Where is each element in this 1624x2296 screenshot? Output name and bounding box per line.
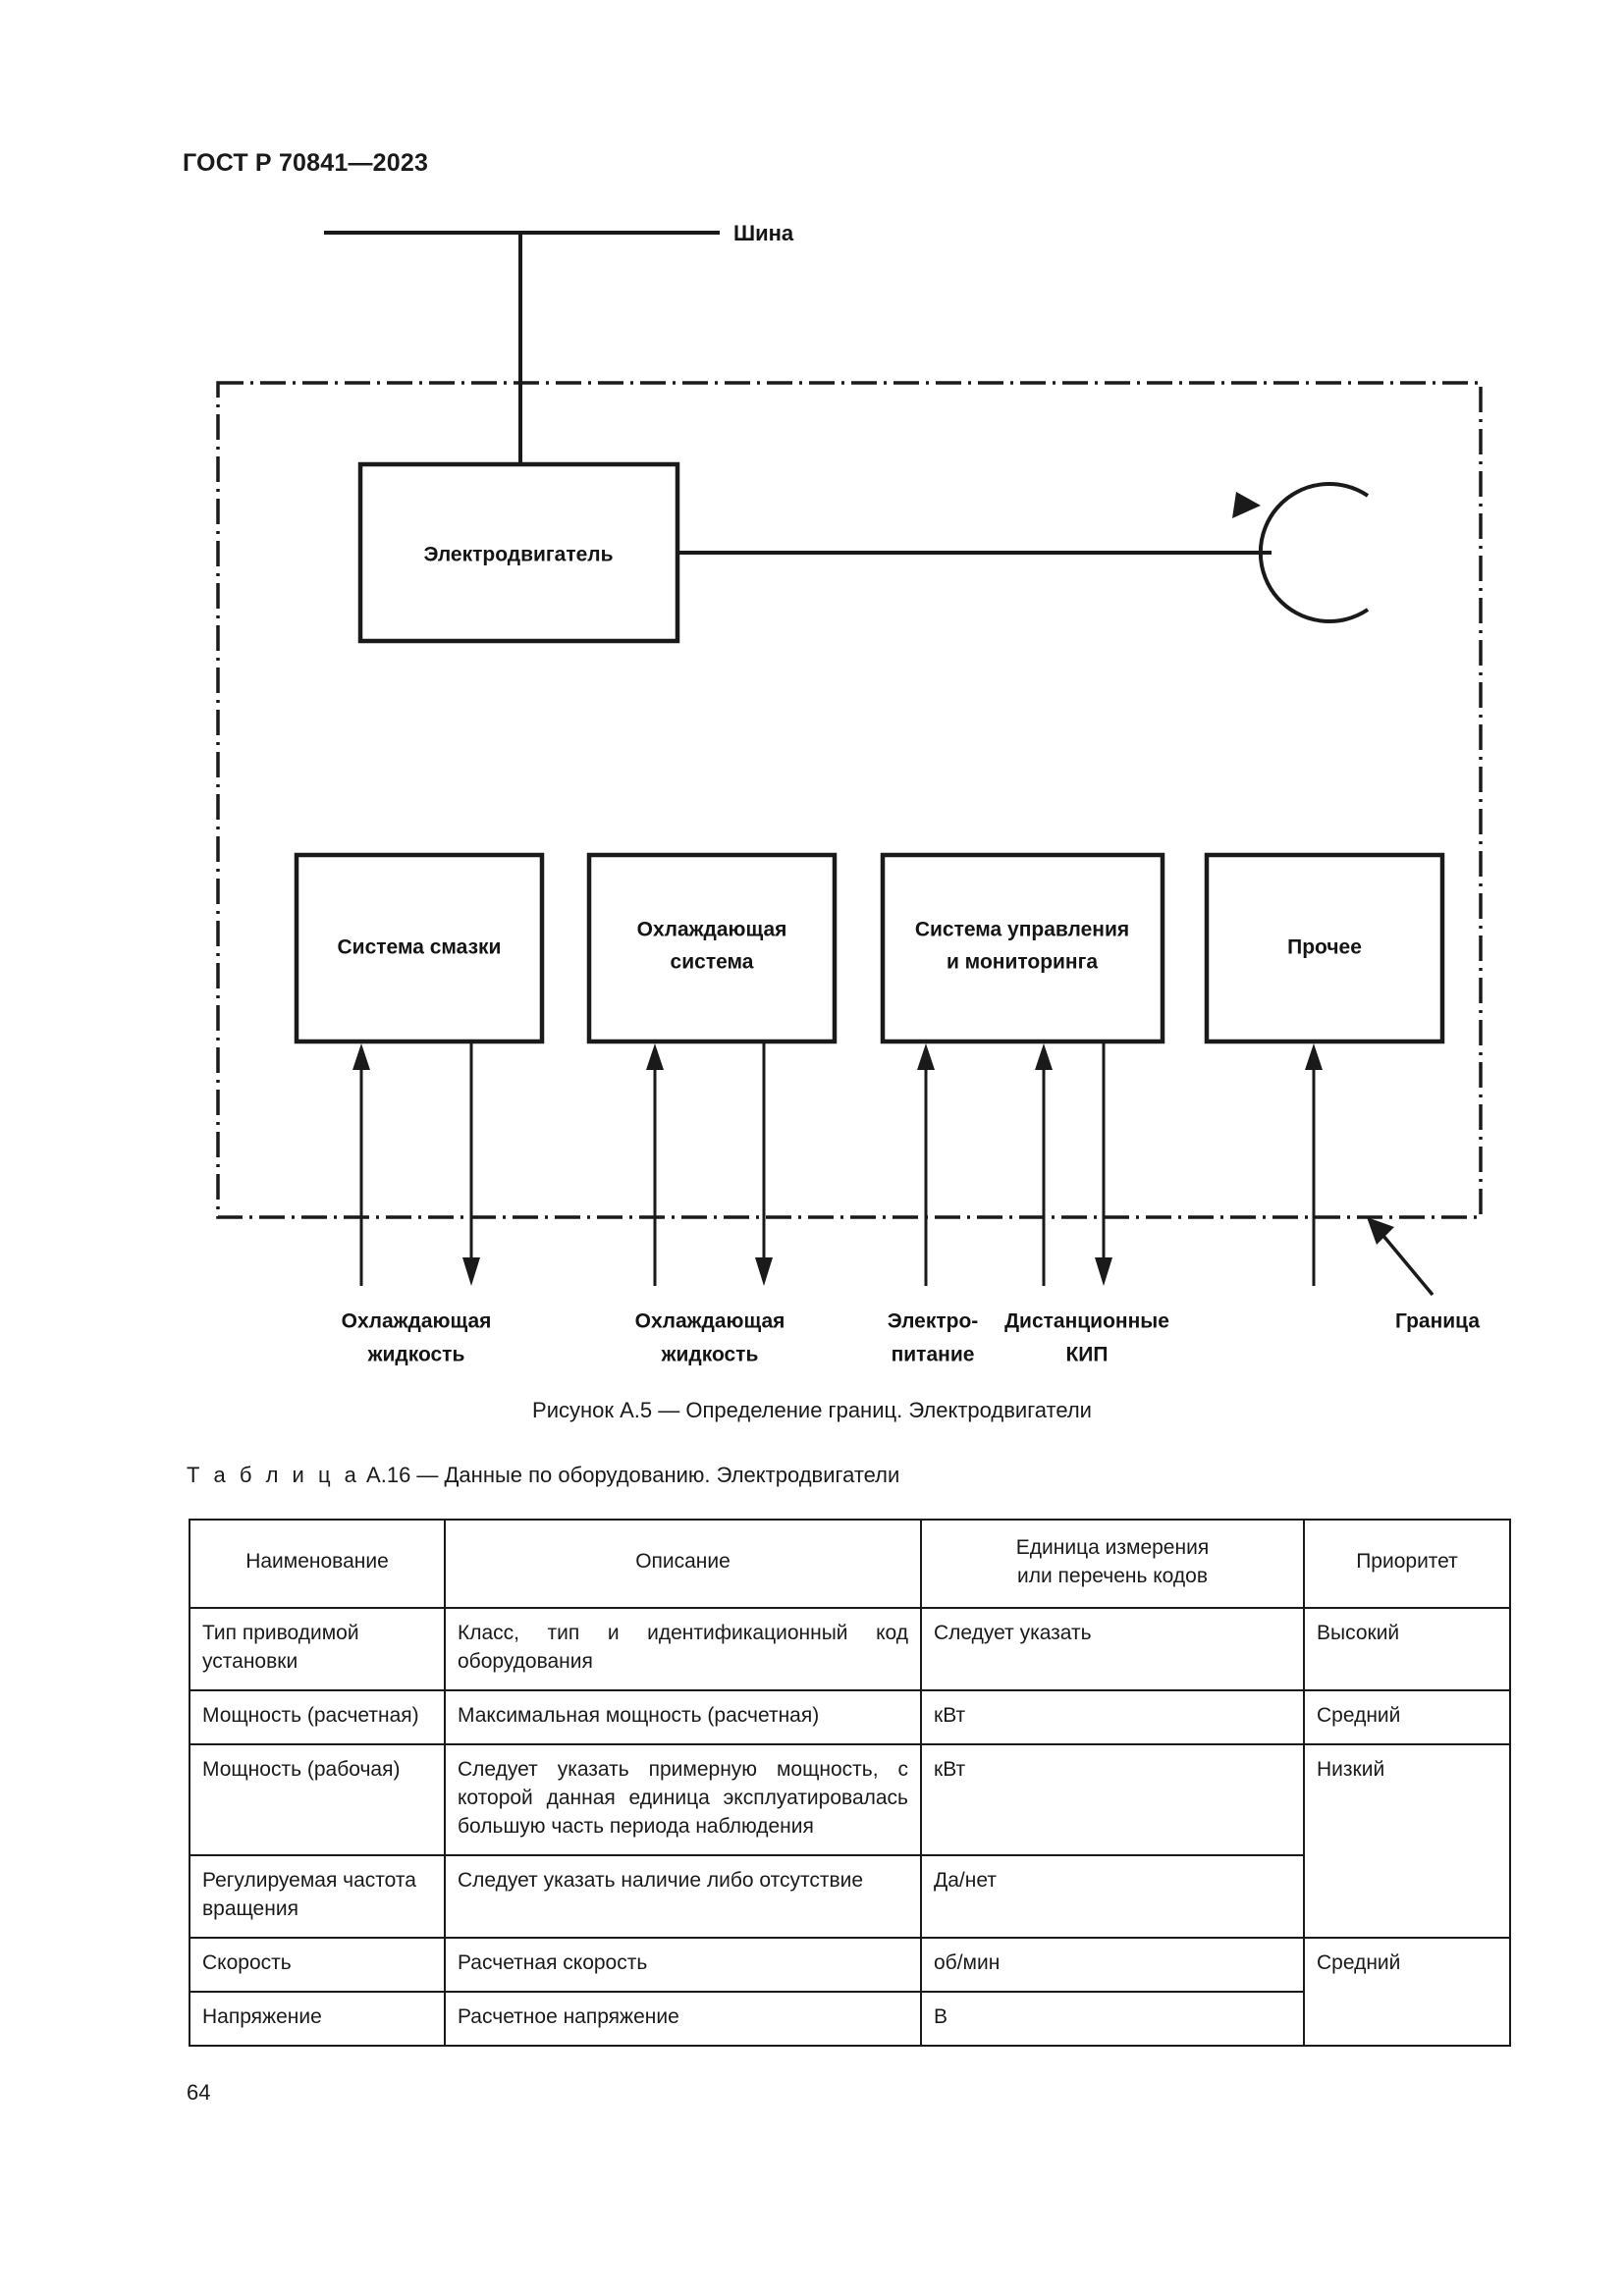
document-header-standard-number: ГОСТ Р 70841—2023 xyxy=(183,149,429,177)
table-body: Тип приводимой установки Класс, тип и ид… xyxy=(189,1606,1511,2047)
cell-priority: Средний xyxy=(1303,1936,1511,2047)
column-header-unit-line1: Единица измерения xyxy=(1015,1536,1210,1559)
cell-unit: об/мин xyxy=(920,1936,1305,1993)
subsystem-box-control-monitoring xyxy=(880,852,1165,1044)
cell-name: Мощность (рабочая) xyxy=(189,1742,446,1856)
cell-unit: Да/нет xyxy=(920,1853,1305,1939)
cell-description: Максимальная мощность (расчетная) xyxy=(444,1688,922,1745)
subsystem-box-cooling xyxy=(586,852,838,1044)
cell-priority: Средний xyxy=(1303,1688,1511,1745)
subsystem-box-lubrication xyxy=(294,852,545,1044)
table-caption: Т а б л и ц а А.16 — Данные по оборудова… xyxy=(187,1463,899,1488)
column-header-unit-line2: или перечень кодов xyxy=(1017,1564,1208,1587)
io-label-power-line2: питание xyxy=(892,1344,975,1366)
io-label-remote-instruments-line2: КИП xyxy=(1065,1344,1108,1366)
table-row: Мощность (рабочая) Следует указать приме… xyxy=(189,1742,1511,1939)
flow-arrow-in-other xyxy=(1305,1043,1323,1286)
subsystem-box-control-monitoring-label-line2: и мониторинга xyxy=(947,951,1098,974)
subsystem-box-lubrication-label-line1: Система смазки xyxy=(338,936,502,959)
table-header-row: Наименование Описание Единица измерения … xyxy=(189,1519,1511,1609)
page-number: 64 xyxy=(187,2080,211,2105)
cell-name: Тип приводимой установки xyxy=(189,1606,446,1691)
table-caption-prefix: Т а б л и ц а xyxy=(187,1463,360,1487)
flow-arrow-out-coolant-1 xyxy=(462,1041,480,1286)
table-caption-rest: А.16 — Данные по оборудованию. Электродв… xyxy=(366,1463,900,1487)
subsystem-box-cooling-label-line1: Охлаждающая xyxy=(637,919,787,941)
figure-caption: Рисунок А.5 — Определение границ. Электр… xyxy=(532,1398,1092,1422)
flow-arrow-in-coolant-1 xyxy=(352,1043,370,1286)
cell-unit: Следует указать xyxy=(920,1606,1305,1691)
cell-priority: Низкий xyxy=(1303,1742,1511,1939)
cell-name: Регулируемая частота вращения xyxy=(189,1853,446,1939)
io-label-coolant-1-line1: Охлаждающая xyxy=(342,1310,492,1333)
rotation-arrow-icon xyxy=(1232,482,1370,623)
cell-description: Расчетное напряжение xyxy=(444,1990,922,2047)
column-header-unit: Единица измерения или перечень кодов xyxy=(920,1519,1305,1609)
flow-arrow-out-coolant-2 xyxy=(755,1041,773,1286)
io-label-coolant-1-line2: жидкость xyxy=(367,1344,465,1366)
boundary-callout-leader xyxy=(1367,1217,1435,1297)
flow-arrow-out-remote-instruments xyxy=(1095,1041,1112,1286)
subsystem-box-control-monitoring-label-line1: Система управления xyxy=(915,919,1129,941)
io-label-coolant-2-line1: Охлаждающая xyxy=(635,1310,785,1333)
io-label-power-line1: Электро- xyxy=(888,1310,979,1333)
cell-description: Следует указать примерную мощность, с ко… xyxy=(444,1742,922,1856)
subsystem-box-other xyxy=(1204,852,1445,1044)
cell-name: Напряжение xyxy=(189,1990,446,2047)
flow-arrow-in-power xyxy=(917,1043,935,1286)
table-row: Напряжение Расчетное напряжение В xyxy=(189,1990,1510,2047)
cell-description: Расчетная скорость xyxy=(444,1936,922,1993)
table-row: Скорость Расчетная скорость об/мин Средн… xyxy=(189,1936,1511,2047)
cell-unit: кВт xyxy=(920,1688,1305,1745)
motor-box-label: Электродвигатель xyxy=(423,544,613,566)
cell-unit: В xyxy=(920,1990,1305,2047)
io-label-coolant-2-line2: жидкость xyxy=(661,1344,759,1366)
cell-name: Скорость xyxy=(189,1936,446,1993)
column-header-name: Наименование xyxy=(189,1519,446,1609)
table-a16-wrapper: Наименование Описание Единица измерения … xyxy=(189,1519,1511,2047)
subsystem-box-cooling-label-line2: система xyxy=(671,951,754,974)
figure-a5-boundary-definition-motors: Шина Электродвигатель Система смазки Охл… xyxy=(216,221,1483,1366)
boundary-label: Граница xyxy=(1395,1310,1480,1333)
cell-priority: Высокий xyxy=(1303,1606,1511,1691)
table-row: Мощность (расчетная) Максимальная мощнос… xyxy=(189,1688,1511,1745)
cell-description: Следует указать наличие либо отсутствие xyxy=(444,1853,922,1939)
table-a16-equipment-data-motors: Наименование Описание Единица измерения … xyxy=(189,1519,1511,2047)
flow-arrow-in-coolant-2 xyxy=(646,1043,664,1286)
boundary-rectangle xyxy=(216,381,1483,1219)
table-row: Регулируемая частота вращения Следует ук… xyxy=(189,1853,1510,1939)
io-label-remote-instruments-line1: Дистанционные xyxy=(1004,1310,1169,1333)
column-header-priority: Приоритет xyxy=(1303,1519,1511,1609)
cell-description: Класс, тип и идентификационный код обору… xyxy=(444,1606,922,1691)
cell-unit: кВт xyxy=(920,1742,1305,1856)
table-head: Наименование Описание Единица измерения … xyxy=(189,1519,1511,1609)
figure-a5-svg: Шина Электродвигатель Система смазки Охл… xyxy=(216,221,1483,1366)
cell-name: Мощность (расчетная) xyxy=(189,1688,446,1745)
table-row: Тип приводимой установки Класс, тип и ид… xyxy=(189,1606,1511,1691)
subsystem-box-other-label-line1: Прочее xyxy=(1287,936,1362,959)
flow-arrow-in-remote-instruments xyxy=(1035,1043,1053,1286)
column-header-description: Описание xyxy=(444,1519,922,1609)
bus-label: Шина xyxy=(733,221,794,245)
